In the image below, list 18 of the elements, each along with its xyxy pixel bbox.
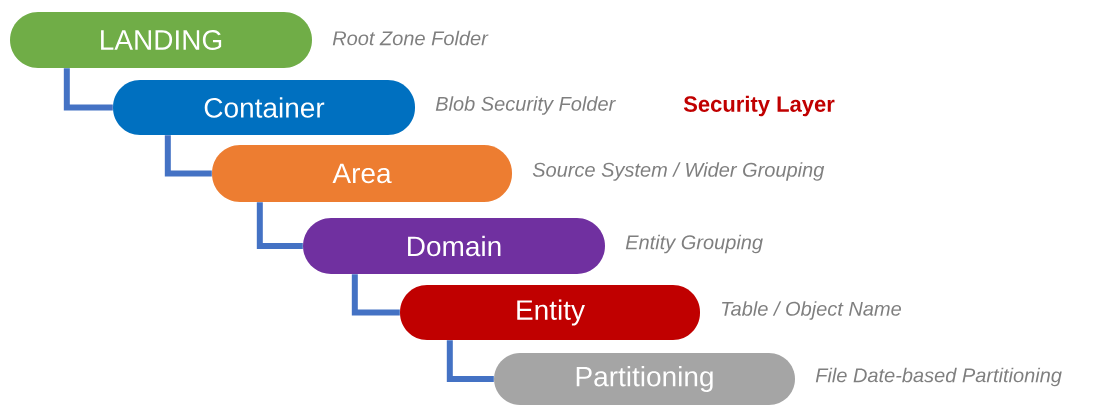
connector-line (164, 135, 212, 177)
level-box: Partitioning (494, 353, 795, 405)
node-caption: File Date-based Partitioning (815, 367, 1062, 387)
layer-label: Security Layer (683, 95, 835, 117)
node-caption: Entity Grouping (625, 234, 763, 254)
connector-line (446, 340, 494, 382)
node-caption: Source System / Wider Grouping (532, 162, 825, 181)
connector-line (351, 274, 400, 316)
node-caption: Blob Security Folder (435, 96, 616, 115)
level-box: LANDING (10, 12, 312, 68)
level-box: Entity (400, 285, 700, 340)
node-caption: Root Zone Folder (332, 30, 489, 46)
node-caption: Table / Object Name (722, 301, 901, 320)
connector-line (63, 68, 113, 111)
level-box: Container (113, 80, 415, 135)
connector-line (256, 202, 303, 249)
level-box: Domain (303, 218, 605, 274)
level-box: Area (212, 145, 512, 202)
